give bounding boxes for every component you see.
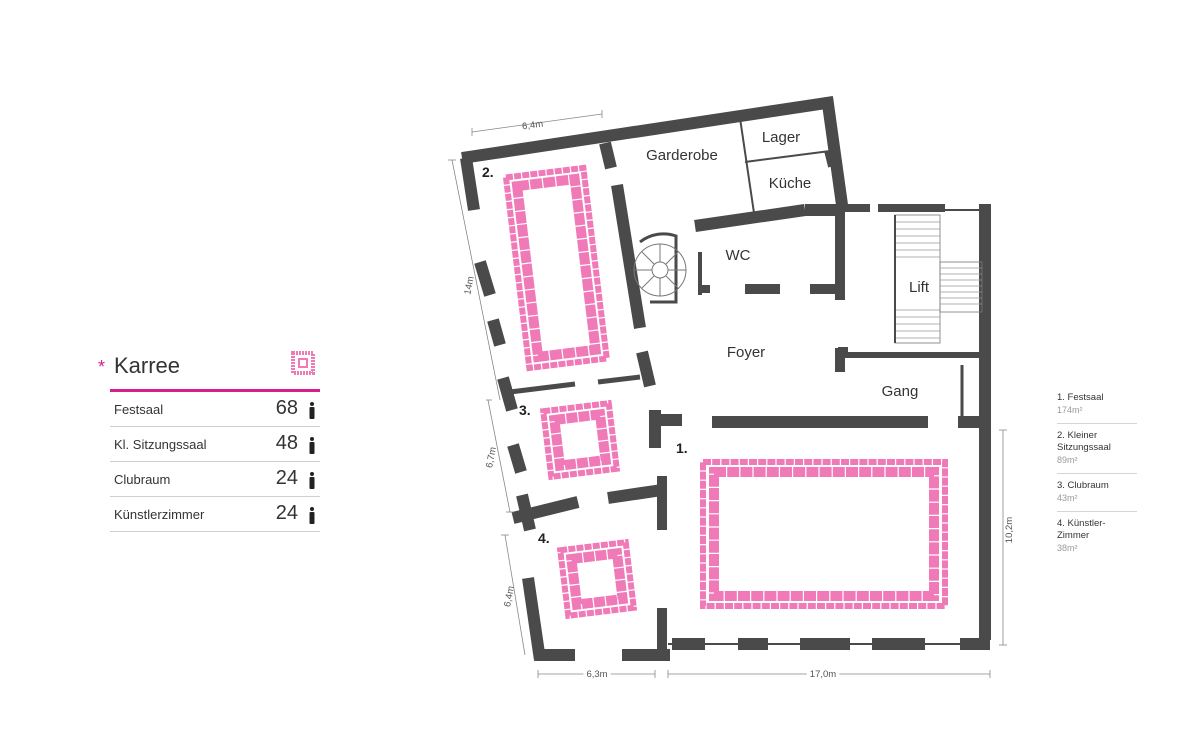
spiral-staircase-icon bbox=[633, 232, 687, 304]
dimension-bottom-left: 6,3m bbox=[586, 669, 607, 680]
seating-kuenstlerzimmer bbox=[556, 538, 638, 620]
seating-clubraum bbox=[539, 399, 621, 481]
room-label-garderobe: Garderobe bbox=[646, 147, 718, 164]
wall-left-2 bbox=[474, 260, 496, 297]
seating-festsaal bbox=[700, 459, 948, 609]
dimension-top: 6,4m bbox=[521, 119, 544, 133]
dimension-right: 10,2m bbox=[1004, 517, 1015, 543]
room-name: Festsaal bbox=[114, 402, 164, 417]
seat-count: 24 bbox=[275, 467, 298, 489]
room-name: Clubraum bbox=[114, 472, 171, 487]
wall-top bbox=[461, 96, 834, 164]
person-icon bbox=[309, 507, 315, 524]
capacity-row-clubraum: Clubraum 24 bbox=[110, 462, 320, 497]
wall-left-3 bbox=[487, 318, 506, 347]
legend-item: 3. Clubraum 43m² bbox=[1057, 480, 1137, 512]
wall-center bbox=[611, 184, 646, 329]
seat-count: 24 bbox=[275, 502, 298, 524]
legend-room-area: 89m² bbox=[1057, 455, 1078, 465]
dimension-left-lower: 6,4m bbox=[502, 585, 517, 608]
seat-count: 48 bbox=[275, 432, 298, 454]
room-label-kueche: Küche bbox=[769, 175, 812, 192]
wall-left-1 bbox=[460, 157, 480, 211]
dimension-bottom-right: 17,0m bbox=[810, 669, 836, 680]
capacity-row-sitzungssaal: Kl. Sitzungssaal 48 bbox=[110, 427, 320, 462]
layout-title: Karree bbox=[114, 353, 181, 378]
wall-r4-top bbox=[511, 496, 580, 524]
room-name: Künstlerzimmer bbox=[114, 507, 205, 522]
panel-header: * Karree bbox=[98, 345, 320, 392]
asterisk-mark: * bbox=[98, 357, 106, 377]
person-icon bbox=[309, 402, 315, 419]
legend-room-area: 43m² bbox=[1057, 493, 1078, 503]
wall-left-5 bbox=[507, 443, 527, 474]
room-number-4: 4. bbox=[538, 530, 550, 546]
legend-room-area: 38m² bbox=[1057, 543, 1078, 553]
legend-item: 1. Festsaal 174m² bbox=[1057, 392, 1137, 424]
person-icon bbox=[309, 472, 315, 489]
room-label-lager: Lager bbox=[762, 129, 800, 146]
walls bbox=[460, 96, 991, 661]
stairs-icon bbox=[894, 214, 983, 344]
wall-lager-left bbox=[739, 117, 755, 214]
dimension-left-middle: 6,7m bbox=[484, 446, 499, 469]
room-label-wc: WC bbox=[726, 247, 751, 264]
legend-room-area: 174m² bbox=[1057, 405, 1083, 415]
room-legend: 1. Festsaal 174m² 2. Kleiner Sitzungssaa… bbox=[1057, 392, 1137, 567]
dimension-label-background bbox=[583, 669, 611, 680]
capacity-row-festsaal: Festsaal 68 bbox=[110, 392, 320, 427]
legend-item: 4. Künstler- Zimmer 38m² bbox=[1057, 518, 1137, 561]
wall-left-4 bbox=[497, 376, 518, 412]
wall-garderobe-left bbox=[599, 141, 617, 170]
wall-r4-top-right bbox=[607, 484, 663, 504]
room-label-foyer: Foyer bbox=[727, 344, 765, 361]
wall-lager-bottom bbox=[744, 150, 831, 163]
room-number-3: 3. bbox=[519, 402, 531, 418]
seat-count: 68 bbox=[275, 397, 298, 419]
wall-r2-pillar bbox=[636, 350, 656, 388]
dimension-left-upper: 14m bbox=[462, 275, 476, 295]
seating-sitzungssaal bbox=[502, 164, 611, 372]
wall-wc-top bbox=[694, 204, 806, 232]
person-icon bbox=[309, 437, 315, 454]
wall-lager-pillar bbox=[824, 148, 840, 168]
room-name: Kl. Sitzungssaal bbox=[114, 437, 207, 452]
room-number-1: 1. bbox=[676, 440, 688, 456]
legend-room-name: 2. Kleiner Sitzungssaal bbox=[1057, 430, 1111, 453]
legend-room-name: 3. Clubraum bbox=[1057, 480, 1109, 491]
wall-r3-top bbox=[509, 381, 576, 395]
dimension-label-background bbox=[806, 669, 840, 680]
legend-room-name: 4. Künstler- Zimmer bbox=[1057, 518, 1106, 541]
legend-item: 2. Kleiner Sitzungssaal 89m² bbox=[1057, 430, 1137, 474]
room-label-gang: Gang bbox=[882, 383, 919, 400]
room-label-lift: Lift bbox=[909, 279, 930, 296]
wall-r4-left bbox=[522, 577, 546, 661]
karree-layout-icon bbox=[291, 351, 315, 375]
capacity-row-kuenstlerzimmer: Künstlerzimmer 24 bbox=[110, 497, 320, 532]
wall-r3-top-right bbox=[597, 374, 641, 385]
legend-room-name: 1. Festsaal bbox=[1057, 392, 1104, 403]
room-number-2: 2. bbox=[482, 164, 494, 180]
capacity-panel: * Karree Festsaal 68 Kl. Sitzungssaal 48… bbox=[98, 345, 320, 532]
